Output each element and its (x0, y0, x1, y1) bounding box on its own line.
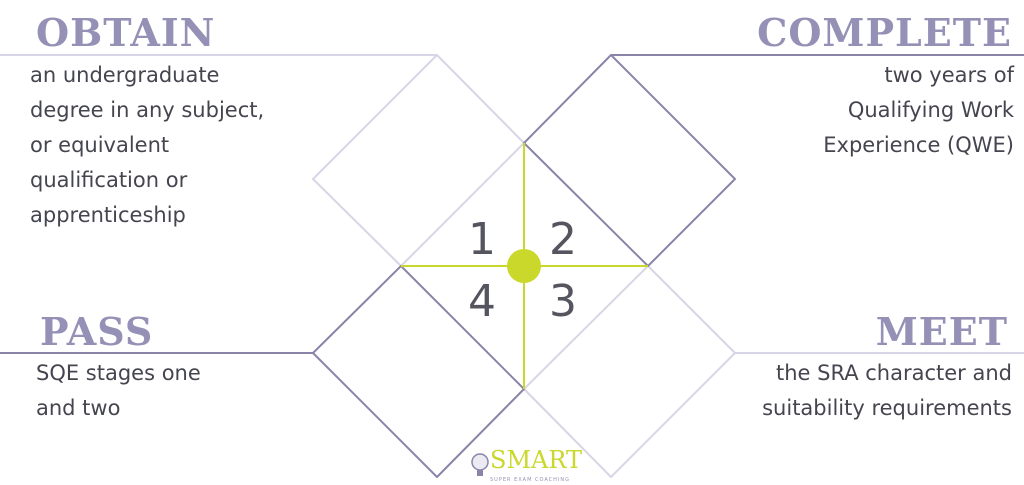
logo-tagline: SUPER EXAM COACHING (490, 477, 570, 483)
diamond-meet (523, 265, 736, 478)
logo-name: SMART (490, 446, 583, 474)
text-line: two years of (884, 63, 1014, 87)
text-meet: the SRA character and suitability requir… (762, 356, 1012, 426)
step-number-2: 2 (549, 214, 577, 265)
heading-meet: MEET (875, 309, 1008, 354)
text-line: qualification or (30, 168, 188, 192)
heading-obtain: OBTAIN (36, 10, 216, 55)
text-line: the SRA character and (776, 361, 1012, 385)
text-line: suitability requirements (762, 396, 1012, 420)
smart-logo: SMART SUPER EXAM COACHING (470, 446, 582, 484)
text-line: SQE stages one (36, 361, 201, 385)
heading-complete: COMPLETE (757, 10, 1012, 55)
text-line: Qualifying Work (847, 98, 1014, 122)
step-number-3: 3 (549, 276, 577, 327)
step-number-4: 4 (468, 276, 496, 327)
diamond-pass (312, 265, 525, 478)
text-line: degree in any subject, (30, 98, 265, 122)
text-complete: two years of Qualifying Work Experience … (823, 58, 1014, 163)
text-pass: SQE stages one and two (36, 356, 201, 426)
text-obtain: an undergraduate degree in any subject, … (30, 58, 264, 233)
center-dot (507, 249, 541, 283)
text-line: apprenticeship (30, 203, 186, 227)
lightbulb-icon (471, 453, 489, 476)
heading-pass: PASS (40, 309, 154, 354)
text-line: Experience (QWE) (823, 133, 1014, 157)
text-line: or equivalent (30, 133, 170, 157)
text-line: an undergraduate (30, 63, 220, 87)
step-number-1: 1 (468, 214, 496, 265)
text-line: and two (36, 396, 121, 420)
